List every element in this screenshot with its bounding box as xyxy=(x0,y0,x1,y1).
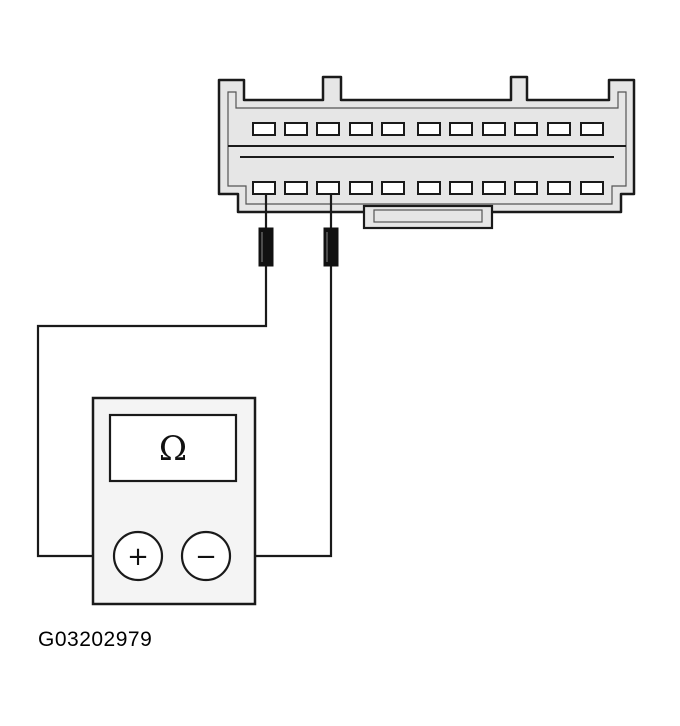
upper-pin-9 xyxy=(514,122,538,136)
lower-pin-9 xyxy=(514,181,538,195)
upper-pin-7 xyxy=(449,122,473,136)
positive-lead-wire-lower xyxy=(36,266,268,558)
negative-lead-wire-lower xyxy=(233,266,333,558)
test-leads xyxy=(36,194,333,558)
lower-pin-8 xyxy=(482,181,506,195)
upper-pin-2 xyxy=(284,122,308,136)
positive-terminal-label: + xyxy=(127,542,149,572)
negative-terminal-label: − xyxy=(195,542,217,572)
negative-probe-tip xyxy=(323,227,339,267)
lower-pin-4 xyxy=(349,181,373,195)
upper-pin-row xyxy=(252,122,604,136)
upper-pin-4 xyxy=(349,122,373,136)
lower-pin-7 xyxy=(449,181,473,195)
lower-pin-5 xyxy=(381,181,405,195)
connector-latch xyxy=(362,204,494,230)
upper-pin-3 xyxy=(316,122,340,136)
lower-pin-2 xyxy=(284,181,308,195)
connector-latch-inner xyxy=(373,209,483,223)
upper-pin-5 xyxy=(381,122,405,136)
upper-pin-10 xyxy=(547,122,571,136)
lower-pin-row xyxy=(252,181,604,195)
figure-id: G03202979 xyxy=(38,628,153,651)
upper-pin-6 xyxy=(417,122,441,136)
upper-pin-8 xyxy=(482,122,506,136)
connector-divider-rail xyxy=(228,145,626,158)
meter-display-symbol: Ω xyxy=(159,429,187,469)
positive-probe-tip xyxy=(258,227,274,267)
negative-terminal xyxy=(180,530,232,582)
lower-pin-6 xyxy=(417,181,441,195)
connector-inner-frame xyxy=(227,91,627,205)
lower-pin-10 xyxy=(547,181,571,195)
upper-pin-11 xyxy=(580,122,604,136)
lower-pin-3 xyxy=(316,181,340,195)
upper-pin-1 xyxy=(252,122,276,136)
lower-pin-1 xyxy=(252,181,276,195)
connector xyxy=(217,75,636,230)
meter-display xyxy=(108,413,238,483)
lower-pin-11 xyxy=(580,181,604,195)
positive-terminal xyxy=(112,530,164,582)
ohmmeter: Ω + − xyxy=(91,396,257,606)
